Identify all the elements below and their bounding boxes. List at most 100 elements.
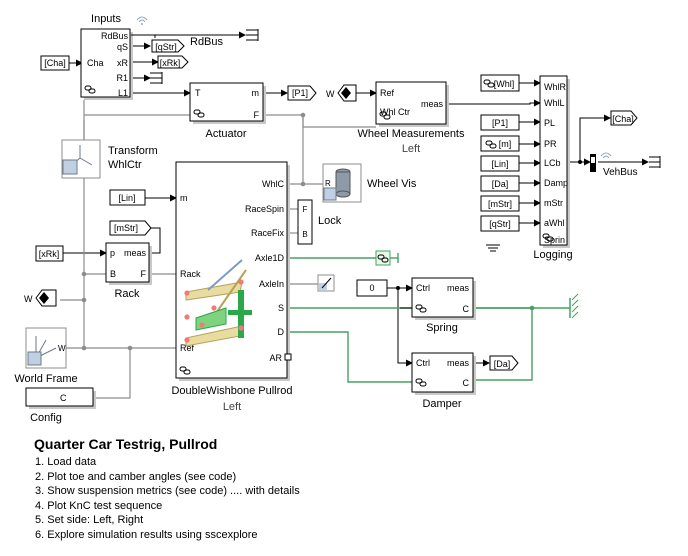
wifi-icon — [600, 152, 612, 159]
port-label: Rack — [180, 269, 201, 279]
port-meas: meas — [421, 99, 444, 109]
port-r: R — [325, 179, 331, 188]
port-label: p — [110, 248, 115, 258]
port-label: Axle1D — [255, 253, 285, 263]
note-item[interactable]: 4. Plot KnC test sequence — [35, 499, 163, 512]
goto-tag-p1[interactable]: [P1] — [287, 85, 317, 101]
lock-block[interactable]: F B Lock — [297, 199, 342, 245]
transform-label: Transform — [108, 145, 158, 157]
port-label: Ref — [180, 343, 195, 353]
note-item[interactable]: 1. Load data — [35, 456, 97, 468]
from-w-left[interactable]: W — [24, 289, 57, 307]
note-item[interactable]: 6. Explore simulation results using ssce… — [35, 528, 258, 541]
port-label: meas — [447, 358, 470, 368]
tag-label: [P1] — [292, 88, 308, 98]
damper-label: Damper — [422, 398, 461, 410]
notes-list: 1. Load data 2. Plot toe and camber angl… — [34, 455, 454, 543]
actuator-block[interactable]: T m F Actuator — [189, 82, 266, 140]
port-label: LCb — [544, 158, 561, 168]
from-tag-lin[interactable]: [Lin] — [480, 155, 520, 172]
port-label: PR — [544, 139, 557, 149]
from-tag-m[interactable]: [m] — [480, 135, 520, 152]
goto-tag-mstr2[interactable]: [mStr] — [109, 220, 152, 236]
tag-label: [qStr] — [155, 42, 177, 52]
tag-label: [P1] — [492, 118, 508, 128]
rack-label: Rack — [114, 288, 140, 300]
tag-label: [Whl] — [494, 79, 515, 89]
tag-label: W — [326, 89, 335, 99]
vehbus-goto[interactable]: VehBus — [603, 156, 661, 178]
port-label: S — [278, 303, 284, 313]
from-tag-da[interactable]: [Da] — [480, 175, 520, 192]
port-label: C — [463, 304, 470, 314]
inputs-block[interactable]: Inputs RdBus qS xR R1 L1 Cha — [80, 13, 148, 100]
port-label: Sprin — [544, 235, 565, 245]
port-qs: qS — [117, 42, 128, 52]
logging-block[interactable]: WhlR WhlL PL PR LCb Damp mStr aWhl Sprin… — [533, 75, 573, 261]
goto-tag-da2[interactable]: [Da] — [489, 355, 519, 371]
from-tag-cha[interactable]: [Cha] — [40, 55, 70, 71]
bus-selector[interactable] — [590, 154, 596, 172]
spring-block[interactable]: Ctrl meas C Spring — [411, 277, 476, 334]
note-item[interactable]: 2. Plot toe and camber angles (see code) — [35, 470, 237, 483]
port-label: WhlR — [544, 82, 566, 92]
port-label: RaceFix — [251, 228, 285, 238]
goto-tag-qstr[interactable]: [qStr] — [151, 39, 185, 53]
note-item[interactable]: 3. Show suspension metrics (see code) ..… — [35, 485, 300, 498]
ground-right — [569, 293, 579, 319]
double-wishbone-block[interactable]: WhlC RaceSpin RaceFix Axle1D AxleIn S D … — [171, 161, 293, 413]
wm-side: Left — [402, 143, 420, 155]
logging-label: Logging — [533, 249, 572, 261]
damper-block[interactable]: Ctrl meas C Damper — [411, 352, 476, 410]
port-r1: R1 — [116, 73, 128, 83]
axlein-sensor[interactable] — [317, 274, 335, 292]
rdbus-label: RdBus — [190, 36, 224, 48]
tag-label: [m] — [499, 139, 512, 149]
from-tag-qstr2[interactable]: [qStr] — [480, 215, 520, 232]
spring-label: Spring — [426, 322, 458, 334]
port-label: B — [110, 269, 116, 279]
world-frame-block[interactable]: W World Frame — [14, 327, 78, 385]
suspension-label: DoubleWishbone Pullrod — [171, 385, 292, 397]
port-label: AxleIn — [259, 279, 284, 289]
inputs-title: Inputs — [91, 13, 121, 25]
constant-block[interactable]: 0 — [356, 279, 388, 297]
tag-label: [Cha] — [612, 114, 634, 124]
world-frame-label: World Frame — [14, 373, 77, 385]
transform-label-2: WhlCtr — [108, 159, 142, 171]
axle1d-sensor[interactable] — [375, 250, 399, 266]
port-whlctr: Whl Ctr — [380, 107, 410, 117]
suspension-side: Left — [223, 401, 241, 413]
port-label: meas — [447, 283, 470, 293]
from-tag-lin2[interactable]: [Lin] — [109, 189, 146, 206]
signal-wires — [63, 35, 649, 367]
port-xr: xR — [117, 58, 129, 68]
tag-label: [Da] — [494, 359, 511, 369]
terminator-r1 — [150, 72, 163, 84]
from-tag-whl[interactable]: [Whl] — [480, 74, 520, 92]
config-block[interactable]: C Config — [25, 387, 96, 424]
tag-label: [qStr] — [489, 219, 511, 229]
transform-block[interactable]: Transform WhlCtr — [61, 139, 158, 179]
note-item[interactable]: 5. Set side: Left, Right — [35, 514, 144, 527]
wheel-measurements-block[interactable]: Ref Whl Ctr meas Wheel Measurements Left — [358, 81, 465, 155]
config-label: Config — [30, 412, 62, 424]
from-w-top[interactable]: W — [326, 84, 357, 102]
from-tag-xrk2[interactable]: [xRk] — [35, 245, 64, 262]
port-t: T — [195, 88, 201, 98]
tag-label: [mStr] — [114, 223, 138, 233]
from-tag-p1b[interactable]: [P1] — [480, 114, 520, 131]
rdbus-goto[interactable]: RdBus — [131, 29, 259, 48]
from-tag-mstr[interactable]: [mStr] — [480, 195, 520, 212]
port-f: F — [303, 205, 308, 214]
port-label: F — [141, 269, 147, 279]
port-rdbus: RdBus — [101, 31, 129, 41]
goto-tag-cha-out[interactable]: [Cha] — [610, 110, 638, 126]
rack-block[interactable]: p meas B F Rack — [105, 242, 152, 300]
goto-tag-xrk[interactable]: [xRk] — [157, 55, 189, 69]
wheel-vis-block[interactable]: R Wheel Vis — [322, 163, 417, 203]
tag-label: [xRk] — [39, 249, 60, 259]
tag-label: [Lin] — [118, 193, 135, 203]
wm-label: Wheel Measurements — [358, 128, 465, 140]
